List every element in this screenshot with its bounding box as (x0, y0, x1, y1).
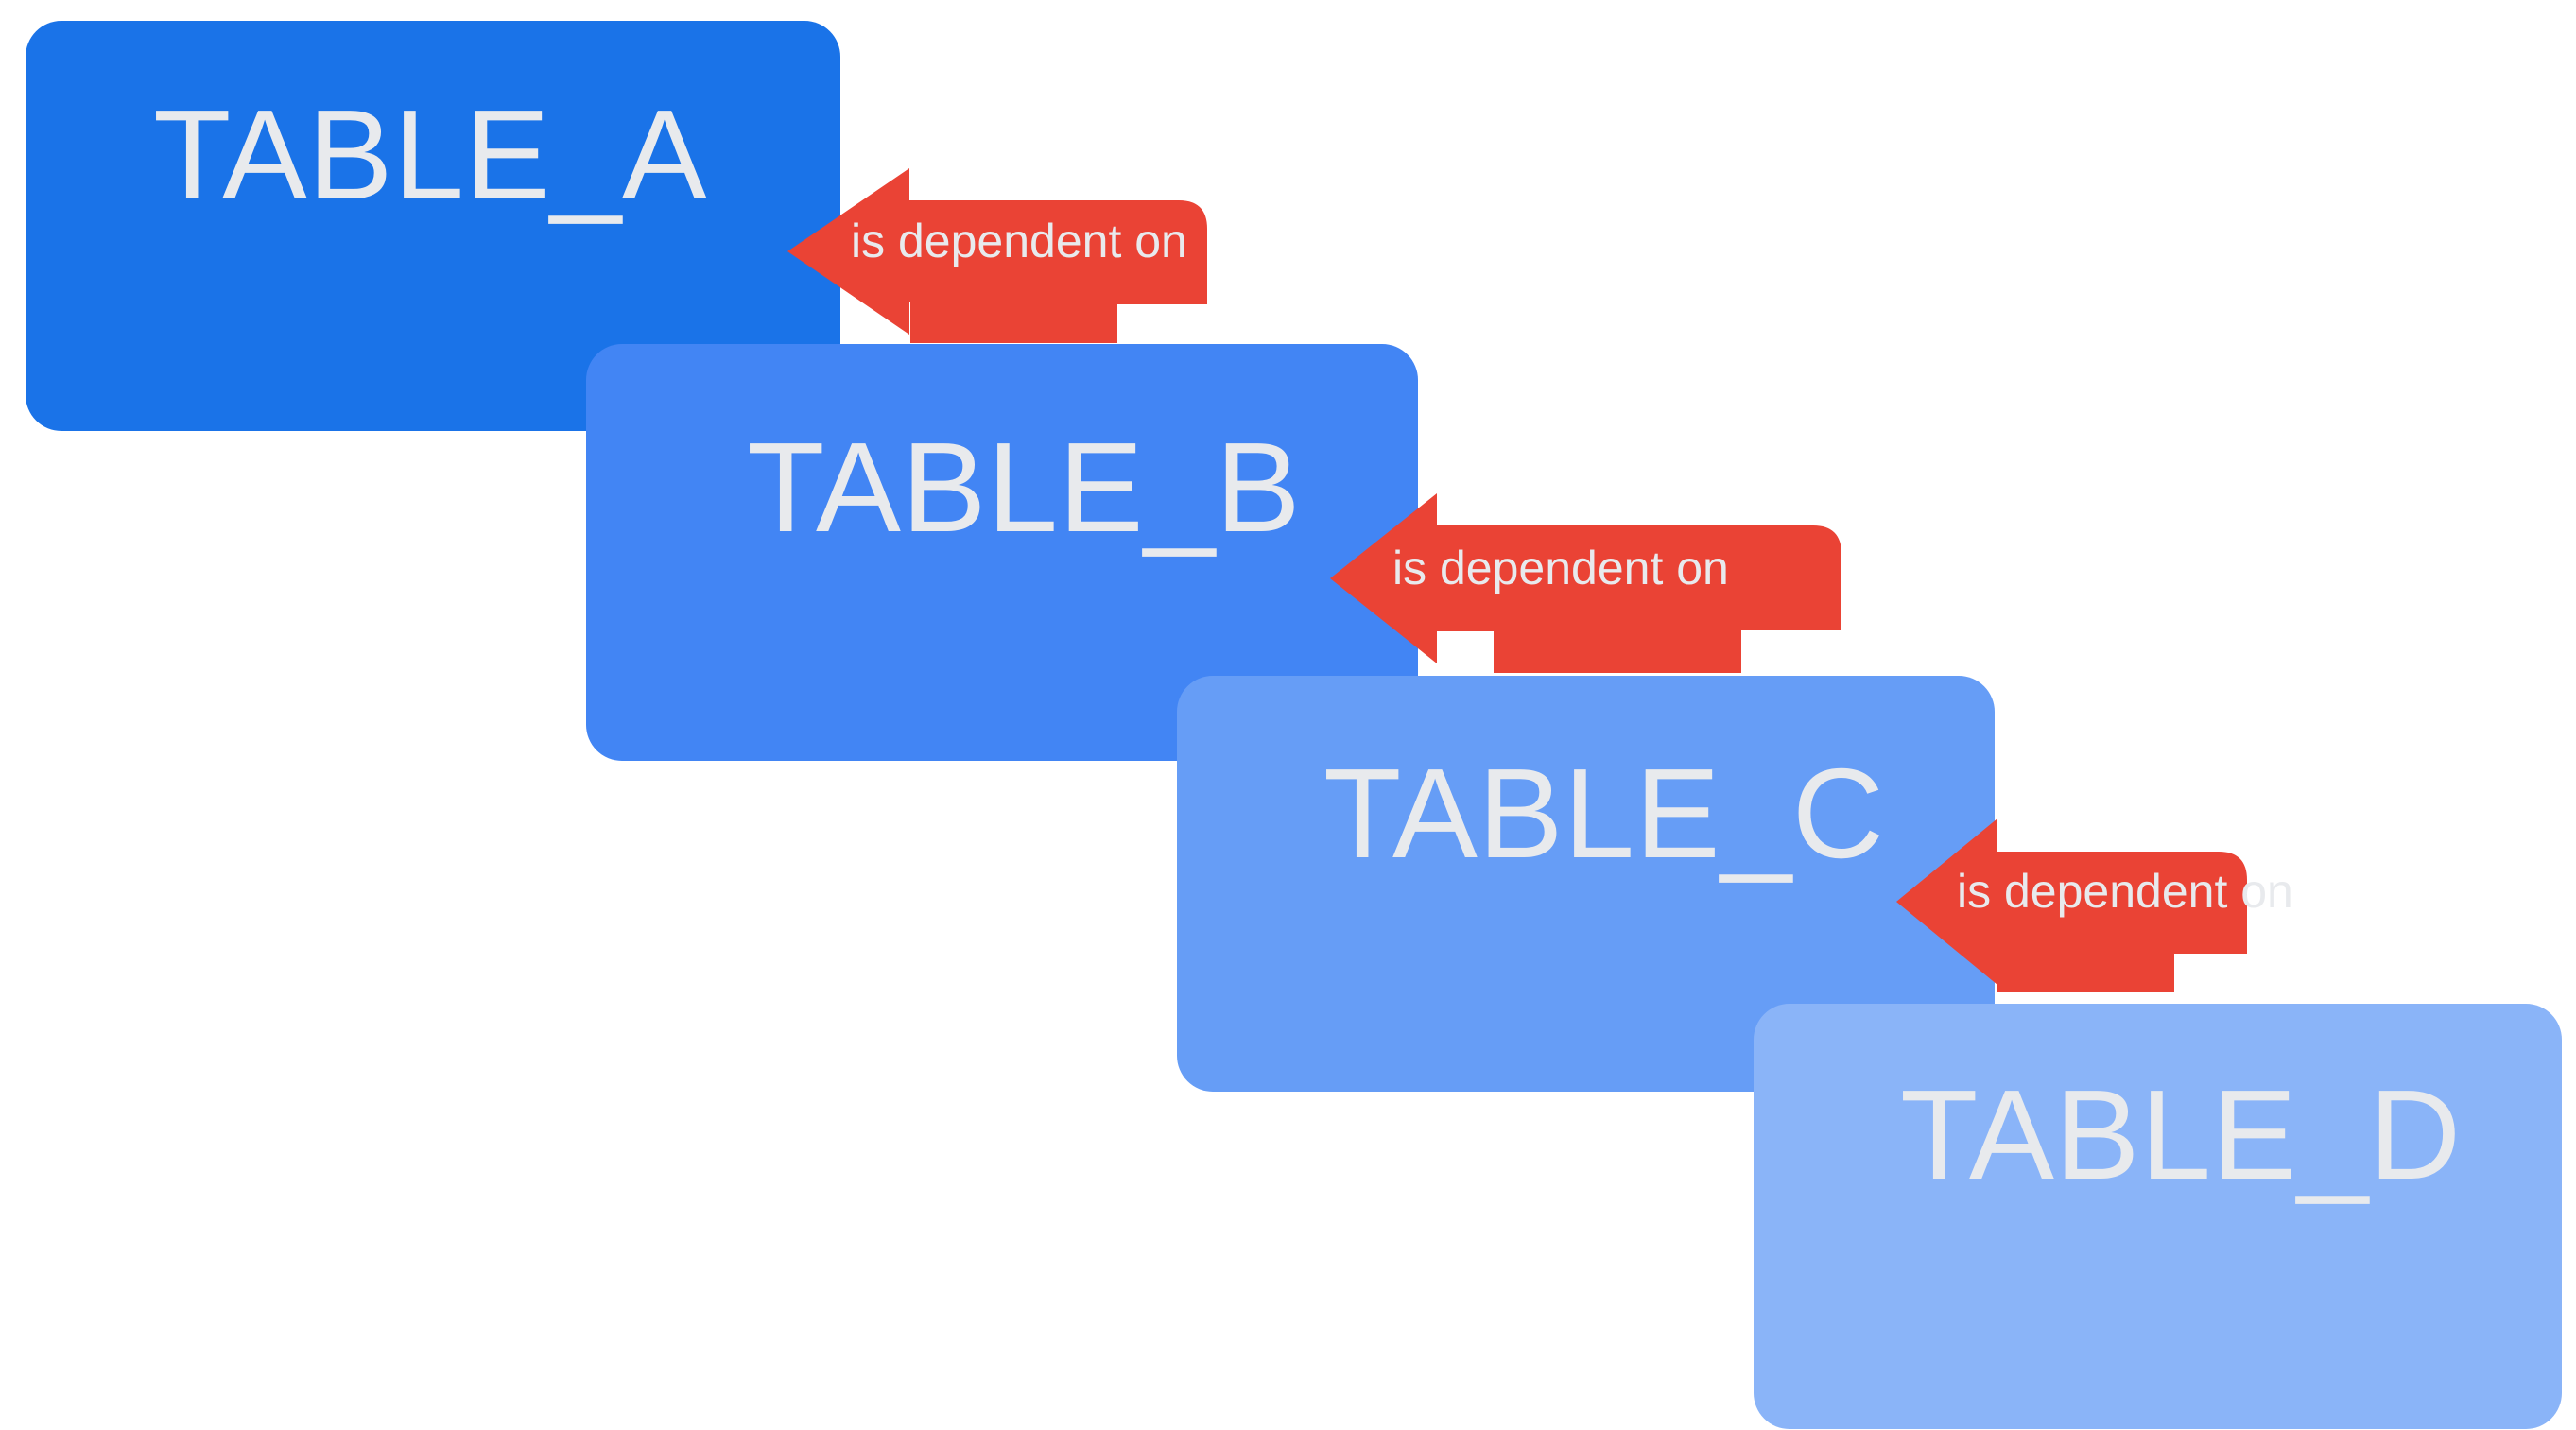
arrow-shape (1330, 493, 1841, 673)
node-table-b-label: TABLE_B (747, 416, 1302, 559)
node-table-a[interactable]: TABLE_A (26, 21, 840, 431)
arrow-shape (1896, 818, 2247, 992)
edge-arrow-a-b[interactable] (787, 168, 1207, 343)
edge-label-c-d: is dependent on (1957, 865, 2293, 918)
edge-label-b-c: is dependent on (1392, 542, 1729, 594)
node-table-b[interactable]: TABLE_B (586, 344, 1418, 761)
node-table-d[interactable]: TABLE_D (1754, 1004, 2562, 1429)
node-table-d-label: TABLE_D (1900, 1063, 2462, 1206)
edge-label-a-b: is dependent on (851, 215, 1187, 267)
edge-arrow-c-d[interactable] (1896, 818, 2247, 992)
node-table-c-label: TABLE_C (1323, 742, 1885, 885)
node-table-a-label: TABLE_A (153, 83, 708, 226)
arrow-shape (787, 168, 1207, 343)
edge-arrow-b-c[interactable] (1330, 493, 1841, 673)
